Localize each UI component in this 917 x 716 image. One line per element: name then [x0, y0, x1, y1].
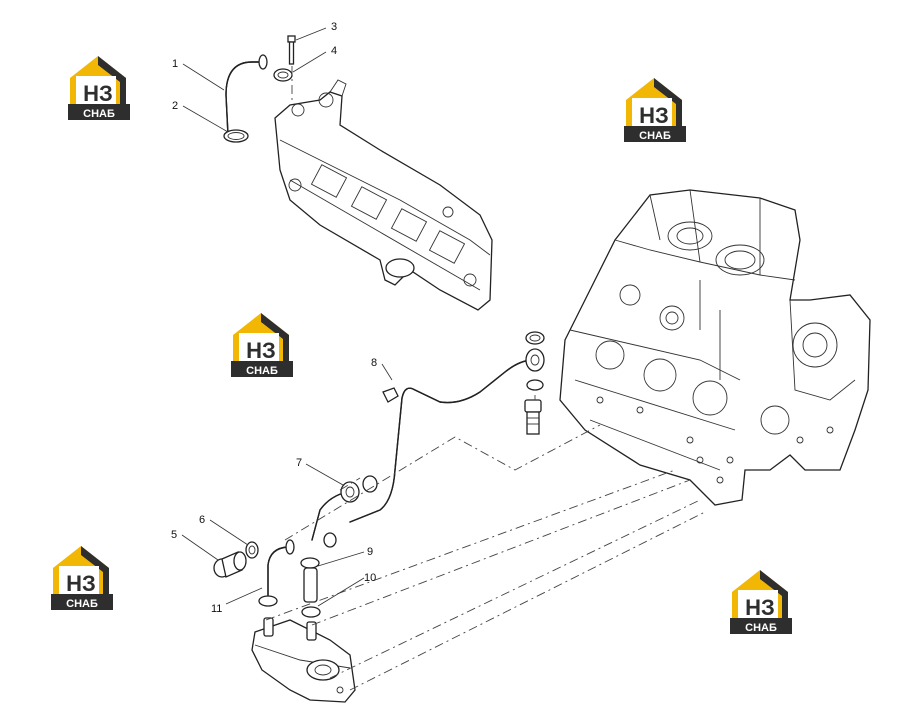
hose-clamp [258, 595, 278, 607]
clamp-ring [273, 68, 293, 82]
watermark-logo: НЗ СНАБ [231, 313, 293, 377]
watermark-logo: НЗ СНАБ [624, 78, 686, 142]
alignment-lines [265, 395, 706, 691]
elbow-hose [225, 54, 268, 136]
engine-block [559, 189, 871, 506]
return-pipe [349, 348, 545, 523]
straight-hose [303, 567, 318, 603]
seal-washer [525, 331, 545, 345]
callout-9: 9 [367, 546, 373, 558]
banjo-bolt [524, 399, 542, 435]
watermark-subtext: СНАБ [246, 365, 278, 377]
bent-hose [267, 539, 295, 601]
watermark-subtext: СНАБ [83, 108, 115, 120]
watermark-text: НЗ [66, 571, 96, 596]
callout-labels: 1 2 3 4 5 6 7 8 9 10 11 [171, 21, 393, 615]
callout-8: 8 [371, 357, 377, 369]
callout-6: 6 [199, 514, 205, 526]
hose-clamp [301, 606, 321, 618]
plug [213, 551, 247, 578]
watermark-logo: НЗ СНАБ [730, 570, 792, 634]
pump-housing [251, 617, 356, 703]
watermark-subtext: СНАБ [745, 622, 777, 634]
callout-11: 11 [211, 603, 222, 615]
callout-10: 10 [364, 572, 376, 584]
hose-clamp [223, 129, 249, 143]
watermark-subtext: СНАБ [639, 130, 671, 142]
watermark-text: НЗ [745, 595, 775, 620]
bolt [287, 35, 296, 65]
watermark-logo: НЗ СНАБ [51, 546, 113, 610]
watermark-text: НЗ [246, 338, 276, 363]
callout-7: 7 [296, 457, 302, 469]
watermark-logo: НЗ СНАБ [68, 56, 130, 120]
callout-3: 3 [331, 21, 337, 33]
seal-washer [362, 475, 378, 493]
watermark-subtext: СНАБ [66, 598, 98, 610]
hose-clamp [300, 557, 320, 569]
seal-washer [526, 379, 544, 391]
watermark-text: НЗ [639, 103, 669, 128]
callout-1: 1 [172, 58, 178, 70]
callout-4: 4 [331, 45, 337, 57]
sealing-washer [245, 541, 259, 559]
banjo-hose [311, 481, 360, 541]
intake-manifold [274, 79, 493, 311]
watermark-text: НЗ [83, 81, 113, 106]
callout-2: 2 [172, 100, 178, 112]
seal-washer [323, 532, 337, 548]
callout-5: 5 [171, 529, 177, 541]
